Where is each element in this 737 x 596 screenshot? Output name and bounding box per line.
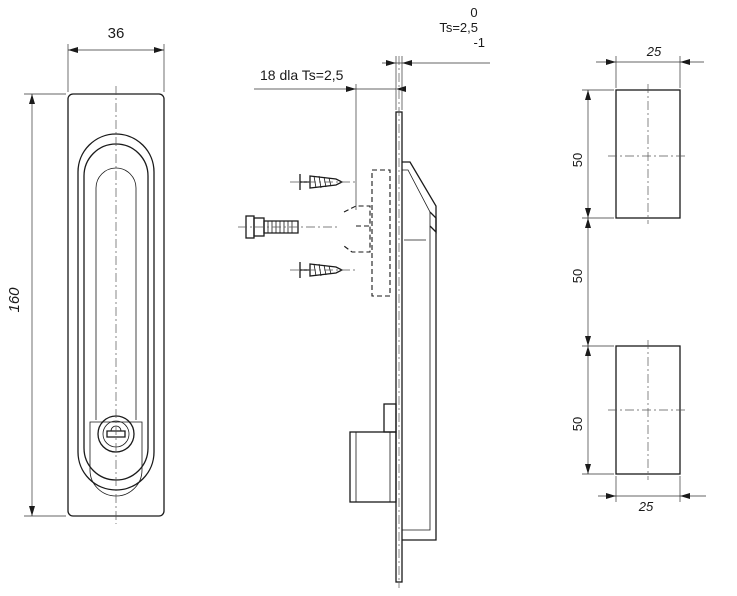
handle-body-inner bbox=[402, 169, 431, 531]
chain-arrow-5 bbox=[585, 346, 591, 356]
chain-arrow-6 bbox=[585, 464, 591, 474]
tolerance-bottom: -1 bbox=[473, 35, 485, 50]
lower-wood-screw bbox=[290, 262, 356, 278]
bottom-width-label: 25 bbox=[638, 499, 654, 514]
tolerance-nominal: Ts=2,5 bbox=[439, 20, 478, 35]
handle-lever bbox=[83, 143, 149, 481]
chain-arrow-2 bbox=[585, 208, 591, 218]
key-slot-icon bbox=[106, 430, 126, 438]
handle-grip-base bbox=[89, 421, 143, 497]
lever-tip bbox=[429, 211, 437, 234]
bottom-width-arrow-left bbox=[606, 493, 616, 499]
handle-body-profile bbox=[402, 161, 437, 541]
width-arrow-left bbox=[68, 47, 78, 53]
depth-label: 18 dla Ts=2,5 bbox=[260, 67, 344, 83]
height-arrow-bottom bbox=[29, 506, 35, 516]
width-label: 36 bbox=[108, 25, 125, 42]
hidden-clamp-hook bbox=[343, 205, 371, 253]
front-view: 36 160 bbox=[6, 25, 165, 524]
chain-arrow-1 bbox=[585, 90, 591, 100]
side-view: 18 dla Ts=2,5 0 Ts=2,5 -1 bbox=[238, 5, 490, 588]
width-arrow-right bbox=[154, 47, 164, 53]
machine-screw bbox=[238, 215, 340, 239]
top-width-arrow-right bbox=[680, 59, 690, 65]
lock-body bbox=[349, 431, 397, 503]
bottom-width-arrow-right bbox=[680, 493, 690, 499]
height-arrow-top bbox=[29, 94, 35, 104]
chain-arrow-4 bbox=[585, 336, 591, 346]
depth-arrow-right bbox=[396, 86, 406, 92]
thickness-arrow-right bbox=[402, 60, 412, 66]
top-width-label: 25 bbox=[646, 44, 662, 59]
tolerance-top: 0 bbox=[470, 5, 477, 20]
height-label: 160 bbox=[6, 287, 23, 313]
upper-height-label: 50 bbox=[570, 153, 585, 167]
upper-wood-screw bbox=[290, 174, 356, 190]
handle-recess bbox=[77, 133, 155, 491]
top-width-arrow-left bbox=[606, 59, 616, 65]
gap-label: 50 bbox=[570, 269, 585, 283]
thickness-arrow-left bbox=[386, 60, 396, 66]
depth-arrow-left bbox=[346, 86, 356, 92]
chain-arrow-3 bbox=[585, 218, 591, 228]
handle-lever-inner bbox=[95, 167, 137, 420]
lock-body-face bbox=[355, 431, 391, 503]
lower-height-label: 50 bbox=[570, 417, 585, 431]
hidden-clamp bbox=[371, 169, 391, 297]
cutout-view: 25 50 50 50 25 bbox=[570, 44, 706, 514]
lock-collar bbox=[383, 403, 397, 433]
